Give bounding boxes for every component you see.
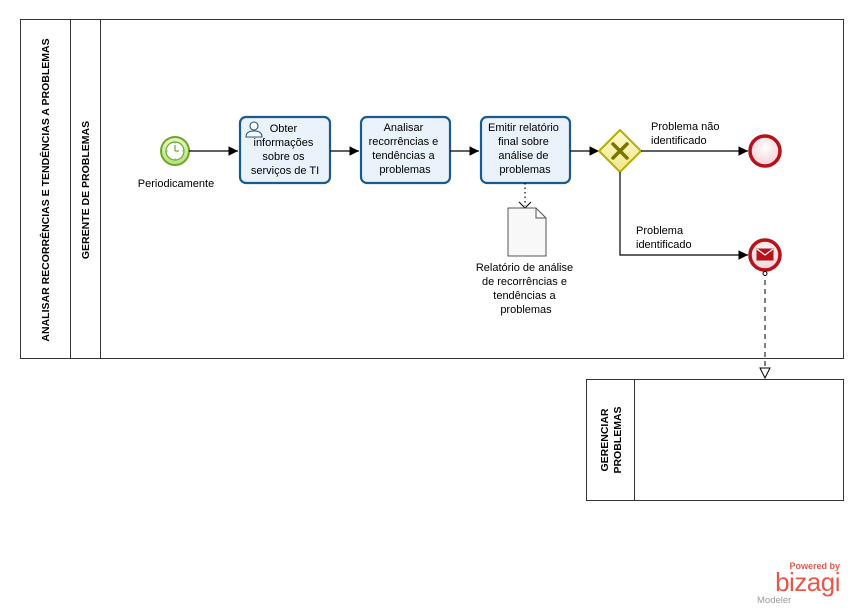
flow-label-nao-identificado: Problema não identificado [651, 121, 723, 147]
task-obter-informacoes[interactable]: Obter informações sobre os serviços de T… [238, 115, 332, 185]
x-icon [611, 142, 629, 160]
envelope-icon [756, 248, 774, 261]
external-pool-title-line2: PROBLEMAS [612, 406, 624, 473]
external-pool-title-line1: GERENCIAR [599, 408, 611, 471]
task-label: Emitir relatório final sobre análise de … [488, 122, 562, 176]
svg-text:Powered by: Powered by [789, 561, 840, 571]
task-emitir-relatorio[interactable]: Emitir relatório final sobre análise de … [479, 115, 572, 185]
lane-title: GERENTE DE PROBLEMAS [80, 121, 92, 259]
svg-text:Modeler: Modeler [757, 595, 791, 606]
bizagi-logo: bizagi [775, 567, 840, 597]
pool-gerenciar-problemas[interactable] [586, 379, 844, 501]
task-analisar-recorrencias[interactable]: Analisar recorrências e tendências a pro… [359, 115, 452, 185]
data-object-relatorio[interactable] [507, 207, 547, 257]
message-end-event[interactable] [748, 238, 782, 272]
exclusive-gateway[interactable] [597, 128, 643, 174]
flow-label-identificado: Problema identificado [636, 225, 692, 251]
pool-title: ANALISAR RECORRÊNCIAS E TENDÊNCIAS A PRO… [39, 38, 52, 341]
start-event-label: Periodicamente [138, 178, 214, 190]
bizagi-watermark: Powered by bizagi Modeler [757, 561, 841, 606]
task-label: Analisar recorrências e tendências a pro… [369, 122, 442, 176]
end-event[interactable] [748, 134, 782, 168]
task-label: Obter informações sobre os serviços de T… [251, 123, 319, 177]
data-object-label: Relatório de análise de recorrências e t… [476, 262, 576, 316]
user-icon [245, 121, 263, 138]
timer-start-event[interactable] [160, 136, 190, 166]
pool-main: ANALISAR RECORRÊNCIAS E TENDÊNCIAS A PRO… [20, 19, 844, 359]
sequence-flow-identificado[interactable] [619, 172, 748, 260]
